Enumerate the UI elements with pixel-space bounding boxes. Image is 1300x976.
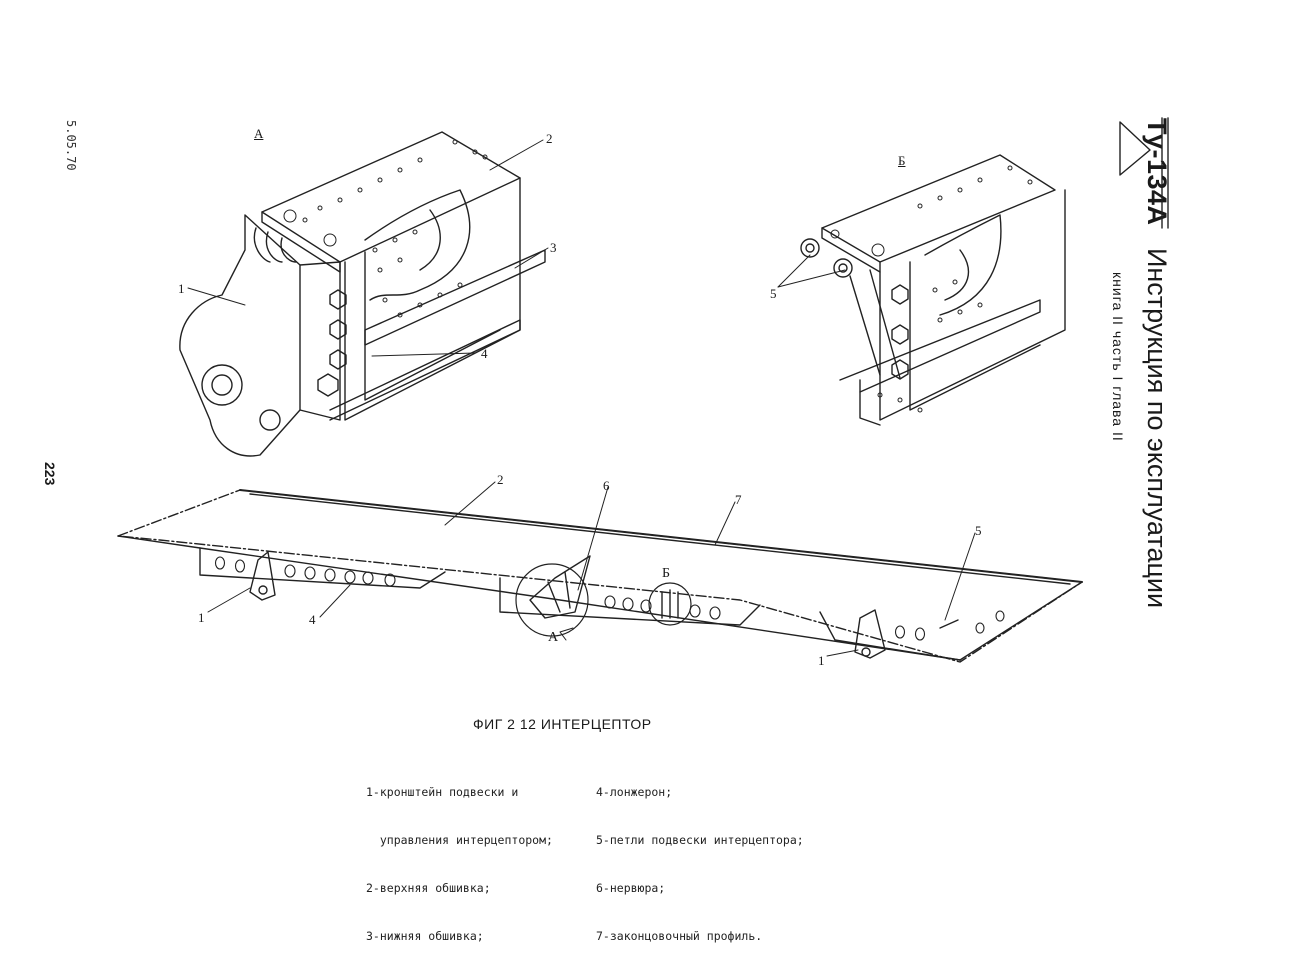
callout-1-detail-a: 1	[178, 281, 185, 296]
legend-left: 1-кронштейн подвески и управления интерц…	[366, 752, 553, 976]
detail-b-label: Б	[662, 566, 671, 581]
callout-4-detail-a: 4	[481, 346, 488, 361]
legend-item-2: 2-верхняя обшивка;	[366, 881, 491, 895]
figure-caption: ФИГ 2 12 ИНТЕРЦЕПТОР	[473, 716, 652, 732]
callout-1-main-left: 1	[198, 610, 205, 625]
legend-item-3: 3-нижняя обшивка;	[366, 929, 484, 943]
legend-right: 4-лонжерон; 5-петли подвески интерцептор…	[596, 752, 804, 976]
legend-item-6: 6-нервюра;	[596, 881, 666, 895]
callout-5-main: 5	[975, 523, 982, 538]
detail-b-marker	[648, 582, 692, 626]
leader-lines	[187, 139, 976, 657]
view-a-label: А	[254, 126, 264, 141]
legend-item-7: 7-законцовочный профиль.	[596, 929, 763, 943]
detail-a-view	[179, 131, 546, 457]
callout-2-detail-a: 2	[546, 131, 553, 146]
interceptor-drawing	[117, 117, 1169, 663]
detail-a-rivets	[283, 139, 488, 247]
callout-1-main-right: 1	[818, 653, 825, 668]
callout-7-main: 7	[735, 492, 742, 507]
legend-item-1: 1-кронштейн подвески и	[366, 785, 519, 799]
callout-5-detail-b: 5	[770, 286, 777, 301]
detail-b-view	[800, 154, 1066, 426]
detail-a-bolts	[317, 289, 347, 397]
header-rule	[1119, 117, 1169, 229]
spar-holes	[214, 556, 1005, 641]
view-b-label: Б	[898, 153, 906, 168]
detail-a-label: А	[548, 630, 559, 645]
legend-item-4: 4-лонжерон;	[596, 785, 673, 799]
callout-2-main: 2	[497, 472, 504, 487]
legend-item-5: 5-петли подвески интерцептора;	[596, 833, 804, 847]
interceptor-assembly	[117, 489, 1083, 663]
callout-6-main: 6	[603, 478, 610, 493]
callout-3-detail-a: 3	[550, 240, 557, 255]
manual-page: Ту-134А Инструкция по эксплуатации книга…	[42, 117, 1172, 943]
callout-4-main: 4	[309, 612, 316, 627]
detail-a-marker	[515, 563, 589, 637]
legend-item-1-cont: управления интерцептором;	[366, 833, 553, 847]
